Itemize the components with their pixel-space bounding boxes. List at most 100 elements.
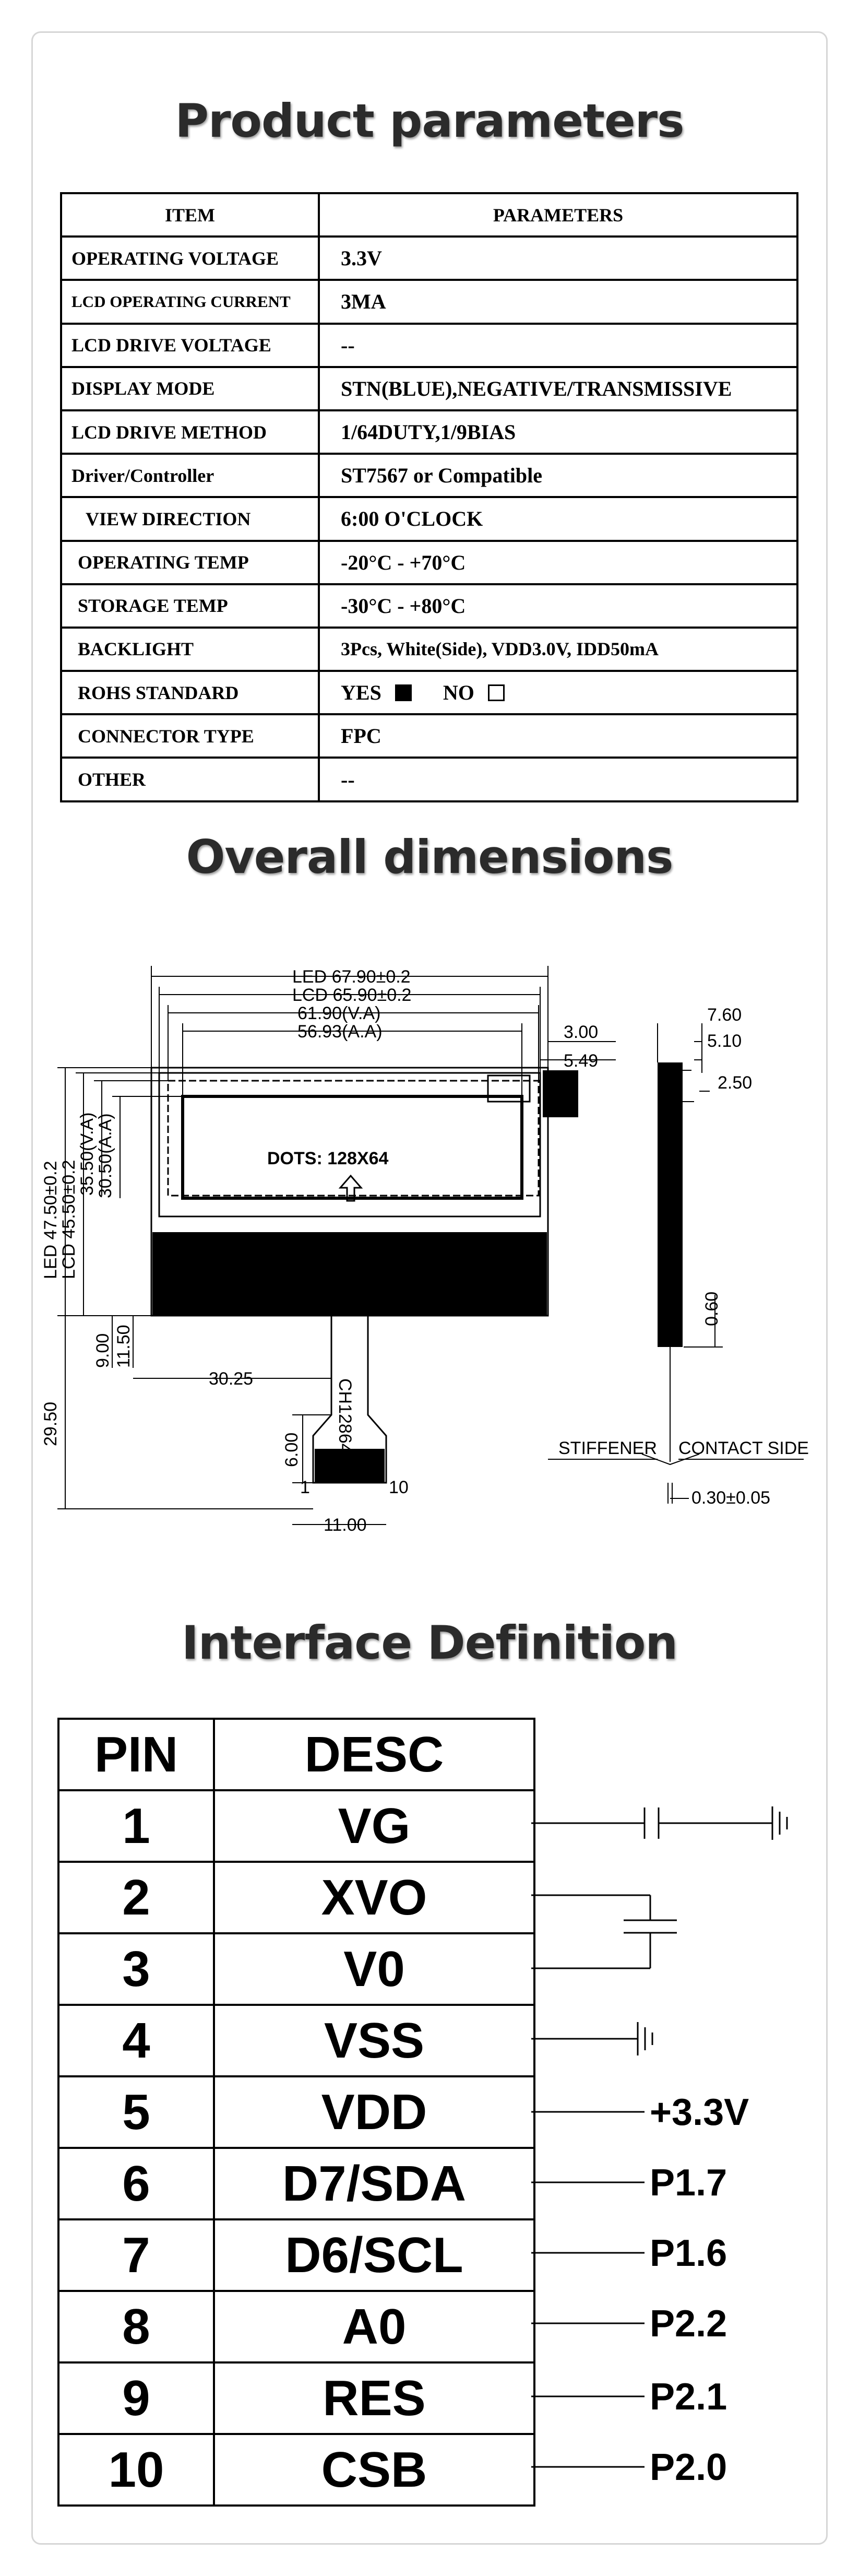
page-frame: [31, 31, 828, 2545]
param-item: Driver/Controller: [60, 453, 320, 499]
param-item: LCD OPERATING CURRENT: [60, 279, 320, 325]
param-value: 3MA: [318, 279, 798, 325]
pin-number: 7: [57, 2218, 215, 2292]
param-item: LCD DRIVE METHOD: [60, 409, 320, 455]
header-desc: DESC: [213, 1718, 535, 1791]
pin-desc: RES: [213, 2361, 535, 2435]
dims-title: Overall dimensions: [186, 830, 674, 884]
no-checkbox-icon: [487, 684, 505, 701]
param-value: --: [318, 757, 798, 802]
table-header-row: ITEM PARAMETERS: [60, 192, 798, 238]
side-dim-0-60: 0.60: [702, 1292, 722, 1326]
table-row: LCD DRIVE VOLTAGE --: [60, 322, 798, 368]
header-parameters: PARAMETERS: [318, 192, 798, 238]
va-height-label: 35.50(V.A): [77, 1113, 97, 1196]
aa-width-label: 56.93(A.A): [297, 1022, 383, 1042]
fpc-contacts: [315, 1449, 385, 1483]
pin-desc: VG: [213, 1789, 535, 1863]
dimension-drawing: CH12864-98 LED 67.90±0.2 LCD 65.90±0.2 6…: [41, 966, 809, 1535]
table-row: BACKLIGHT 3Pcs, White(Side), VDD3.0V, ID…: [60, 626, 798, 672]
ic-block: [543, 1070, 578, 1117]
pin-1-marker: 1: [300, 1478, 310, 1497]
params-title: Product parameters: [175, 94, 685, 148]
ic-notch: [487, 1074, 531, 1103]
param-value: STN(BLUE),NEGATIVE/TRANSMISSIVE: [318, 365, 798, 411]
param-value: ST7567 or Compatible: [318, 453, 798, 499]
table-row: DISPLAY MODE STN(BLUE),NEGATIVE/TRANSMIS…: [60, 365, 798, 411]
lcd-height-label: LCD 45.50±0.2: [59, 1160, 79, 1279]
dim-29-50: 29.50: [41, 1402, 61, 1446]
viewing-area: [167, 1080, 540, 1197]
table-row: OTHER --: [60, 757, 798, 802]
param-value: -20°C - +70°C: [318, 539, 798, 585]
param-item: STORAGE TEMP: [60, 583, 320, 629]
va-width-label: 61.90(V.A): [297, 1003, 380, 1023]
lcd-outline: [158, 1072, 541, 1218]
param-item: DISPLAY MODE: [60, 365, 320, 411]
param-item: CONNECTOR TYPE: [60, 713, 320, 759]
table-row: CONNECTOR TYPE FPC: [60, 713, 798, 759]
interface-header-row: PIN DESC: [57, 1718, 535, 1791]
param-item: OTHER: [60, 757, 320, 802]
pin-desc: A0: [213, 2290, 535, 2364]
pin-number: 3: [57, 1932, 215, 2006]
dim-5-49: 5.49: [564, 1051, 598, 1071]
param-value: 3Pcs, White(Side), VDD3.0V, IDD50mA: [318, 626, 798, 672]
dim-11-50: 11.50: [114, 1325, 134, 1368]
dim-6-00: 6.00: [282, 1433, 302, 1467]
table-row: VIEW DIRECTION 6:00 O'CLOCK: [60, 496, 798, 542]
pin-number: 2: [57, 1861, 215, 1934]
table-row: OPERATING VOLTAGE 3.3V: [60, 235, 798, 281]
table-row: LCD OPERATING CURRENT 3MA: [60, 279, 798, 325]
pin-desc: D6/SCL: [213, 2218, 535, 2292]
pin-number: 4: [57, 2004, 215, 2077]
pin-number: 8: [57, 2290, 215, 2364]
param-value: FPC: [318, 713, 798, 759]
param-item: VIEW DIRECTION: [60, 496, 320, 542]
pin-10-marker: 10: [389, 1478, 409, 1497]
lcd-width-label: LCD 65.90±0.2: [292, 985, 411, 1005]
yes-checkbox-icon: [395, 684, 412, 701]
pin-number: 10: [57, 2433, 215, 2507]
param-item: LCD DRIVE VOLTAGE: [60, 322, 320, 368]
active-area: [181, 1095, 523, 1200]
param-item: ROHS STANDARD: [60, 670, 320, 716]
pin-desc: D7/SDA: [213, 2147, 535, 2220]
aa-height-label: 30.50(A.A): [96, 1113, 115, 1198]
backlight-bar: [152, 1232, 547, 1316]
up-arrow-icon: [338, 1174, 363, 1202]
led-height-label: LED 47.50±0.2: [41, 1161, 61, 1279]
pin-number: 6: [57, 2147, 215, 2220]
param-value: 1/64DUTY,1/9BIAS: [318, 409, 798, 455]
side-dim-7-60: 7.60: [707, 1005, 742, 1025]
stiffener-label: STIFFENER: [558, 1438, 657, 1458]
pin-desc: CSB: [213, 2433, 535, 2507]
pin-desc: XVO: [213, 1861, 535, 1934]
param-item: OPERATING TEMP: [60, 539, 320, 585]
table-row: OPERATING TEMP -20°C - +70°C: [60, 539, 798, 585]
param-item: BACKLIGHT: [60, 626, 320, 672]
rohs-no-label: NO: [443, 681, 474, 705]
table-row: LCD DRIVE METHOD 1/64DUTY,1/9BIAS: [60, 409, 798, 455]
dim-3-00: 3.00: [564, 1022, 598, 1042]
dim-9-00: 9.00: [93, 1333, 113, 1368]
pin-number: 5: [57, 2075, 215, 2149]
contact-side-label: CONTACT SIDE: [678, 1438, 809, 1458]
iface-title: Interface Definition: [181, 1616, 678, 1670]
dots-label: DOTS: 128X64: [267, 1149, 389, 1168]
side-dim-5-10: 5.10: [707, 1031, 742, 1051]
table-row: Driver/Controller ST7567 or Compatible: [60, 453, 798, 499]
param-value: 6:00 O'CLOCK: [318, 496, 798, 542]
pin-desc: VSS: [213, 2004, 535, 2077]
side-dim-2-50: 2.50: [718, 1073, 752, 1093]
param-item: OPERATING VOLTAGE: [60, 235, 320, 281]
pin-desc: V0: [213, 1932, 535, 2006]
